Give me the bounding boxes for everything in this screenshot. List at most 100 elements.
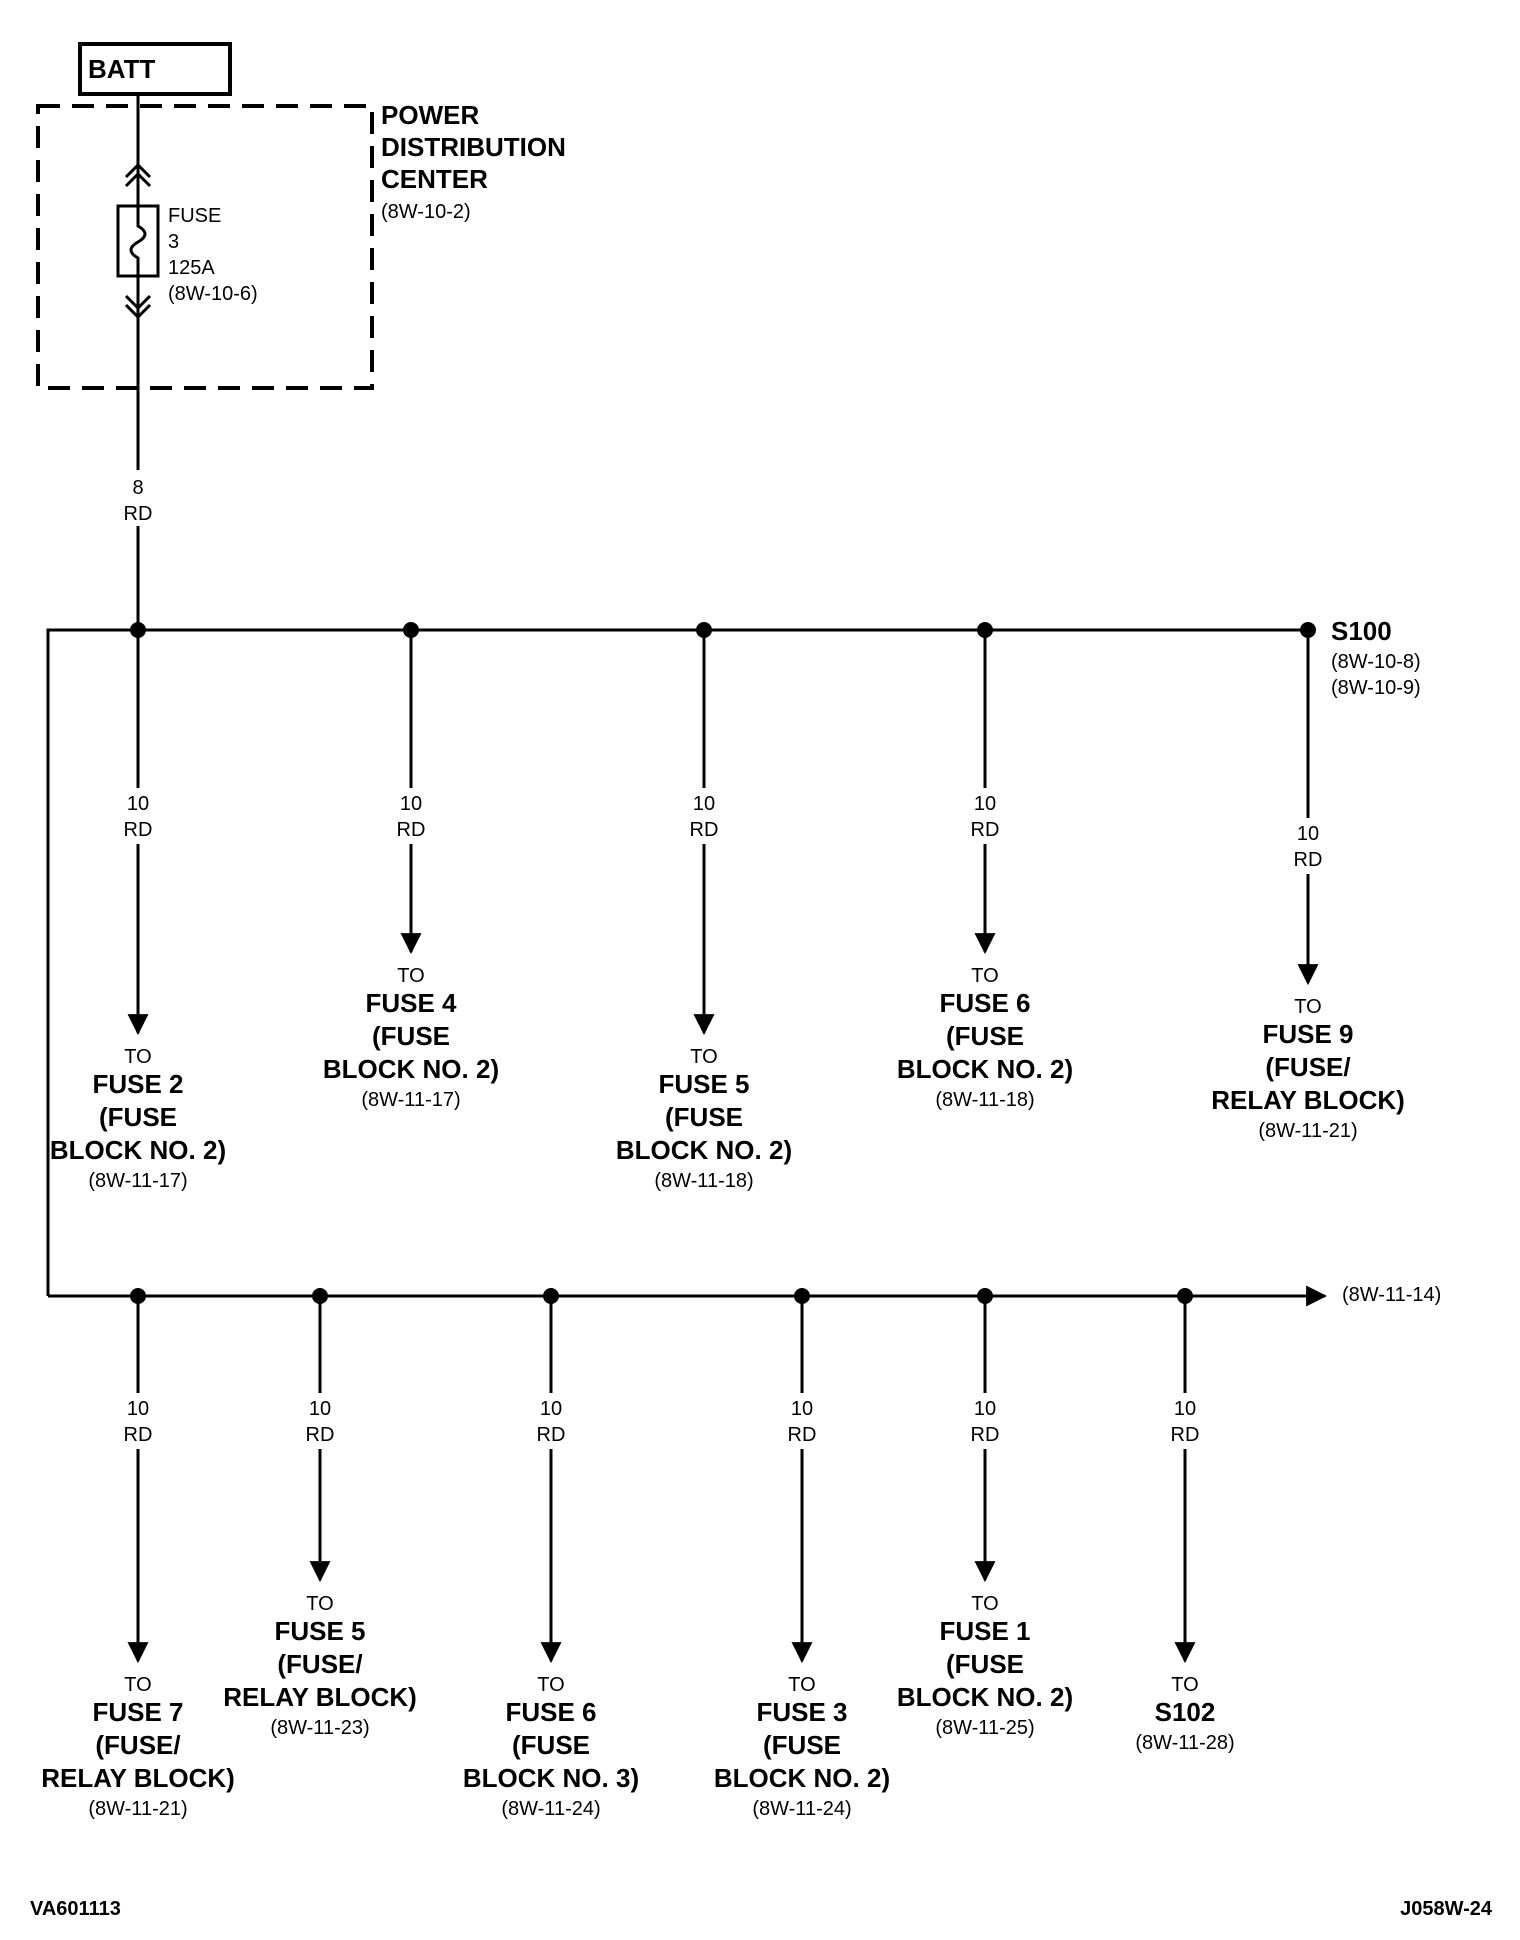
to-label: TO (971, 1593, 998, 1615)
splice-dot (696, 622, 712, 638)
svg-text:POWER: POWER (381, 100, 479, 130)
footer-right-code: J058W-24 (1400, 1898, 1493, 1920)
destination-line: (FUSE/ (95, 1730, 180, 1760)
wire-label-bg (688, 788, 720, 844)
destination-ref: (8W-11-28) (1135, 1732, 1234, 1754)
wire-gauge: 10 (127, 1398, 149, 1420)
splice-dot (977, 622, 993, 638)
destination-line: (FUSE (512, 1730, 590, 1760)
splice-dot (1177, 1288, 1193, 1304)
destination-line: FUSE 2 (92, 1069, 183, 1099)
wire-gauge: 10 (400, 793, 422, 815)
destination-line: BLOCK NO. 2) (323, 1054, 499, 1084)
wire-color: RD (306, 1424, 335, 1446)
main-wire-label: 8 RD (124, 470, 153, 526)
wire-color: RD (971, 1424, 1000, 1446)
svg-text:FUSE: FUSE (168, 205, 221, 227)
wire-label-bg (786, 1393, 818, 1449)
wire-label-bg (1292, 818, 1324, 874)
battery-box (78, 42, 232, 96)
to-label: TO (788, 1674, 815, 1696)
destination-ref: (8W-11-21) (88, 1798, 187, 1820)
splice-s100-label: S100 (8W-10-8) (8W-10-9) (1331, 616, 1421, 699)
svg-text:3: 3 (168, 231, 179, 253)
wire-color: RD (690, 819, 719, 841)
destination-line: BLOCK NO. 3) (463, 1763, 639, 1793)
destination-ref: (8W-11-24) (752, 1798, 851, 1820)
splice-dot (1300, 622, 1316, 638)
destination-line: FUSE 6 (939, 988, 1030, 1018)
svg-text:(8W-10-9): (8W-10-9) (1331, 677, 1421, 699)
destination-line: FUSE 5 (658, 1069, 749, 1099)
destination-line: S102 (1155, 1697, 1216, 1727)
destination-line: (FUSE (763, 1730, 841, 1760)
destination-line: (FUSE/ (1265, 1052, 1350, 1082)
destination-ref: (8W-11-23) (270, 1717, 369, 1739)
splice-dot (403, 622, 419, 638)
fuse-icon (116, 204, 160, 278)
battery-label: BATT (88, 54, 156, 84)
wire-label-bg (969, 788, 1001, 844)
svg-text:8: 8 (132, 477, 143, 499)
destination-line: (FUSE (99, 1102, 177, 1132)
to-label: TO (397, 965, 424, 987)
wire-label-bg (304, 1393, 336, 1449)
to-label: TO (690, 1046, 717, 1068)
destination-line: BLOCK NO. 2) (50, 1135, 226, 1165)
to-label: TO (124, 1046, 151, 1068)
svg-text:S100: S100 (1331, 616, 1392, 646)
splice-dot (977, 1288, 993, 1304)
fuse-label: FUSE 3 125A (8W-10-6) (168, 205, 258, 305)
svg-text:RD: RD (124, 503, 153, 525)
svg-text:(8W-10-6): (8W-10-6) (168, 283, 258, 305)
destination-line: RELAY BLOCK) (223, 1682, 417, 1712)
wire-color: RD (1171, 1424, 1200, 1446)
destination-line: FUSE 7 (92, 1697, 183, 1727)
to-label: TO (537, 1674, 564, 1696)
destination-ref: (8W-11-25) (935, 1717, 1034, 1739)
destination-ref: (8W-11-18) (654, 1170, 753, 1192)
to-label: TO (1171, 1674, 1198, 1696)
destination-line: (FUSE (372, 1021, 450, 1051)
wire-color: RD (124, 819, 153, 841)
wire-gauge: 10 (1174, 1398, 1196, 1420)
to-label: TO (306, 1593, 333, 1615)
wire-label-bg (122, 1393, 154, 1449)
wire-color: RD (971, 819, 1000, 841)
to-label: TO (1294, 996, 1321, 1018)
wire-color: RD (1294, 849, 1323, 871)
wire-color: RD (537, 1424, 566, 1446)
wire-color: RD (397, 819, 426, 841)
destination-ref: (8W-11-17) (88, 1170, 187, 1192)
destination-line: (FUSE (946, 1649, 1024, 1679)
svg-text:DISTRIBUTION: DISTRIBUTION (381, 132, 566, 162)
connector-chevron-top (124, 162, 152, 188)
destination-line: (FUSE/ (277, 1649, 362, 1679)
svg-text:(8W-10-8): (8W-10-8) (1331, 651, 1421, 673)
splice-dot (543, 1288, 559, 1304)
wire-gauge: 10 (693, 793, 715, 815)
wire-label-bg (395, 788, 427, 844)
wire-gauge: 10 (974, 793, 996, 815)
destination-line: (FUSE (665, 1102, 743, 1132)
wire-color: RD (788, 1424, 817, 1446)
destination-line: (FUSE (946, 1021, 1024, 1051)
wire-label-bg (122, 788, 154, 844)
destination-ref: (8W-11-21) (1258, 1120, 1357, 1142)
splice-dot (312, 1288, 328, 1304)
destination-line: BLOCK NO. 2) (897, 1682, 1073, 1712)
wire-label-bg (1169, 1393, 1201, 1449)
wire-label-bg (535, 1393, 567, 1449)
wire-gauge: 10 (540, 1398, 562, 1420)
top-bus (46, 628, 1310, 1296)
